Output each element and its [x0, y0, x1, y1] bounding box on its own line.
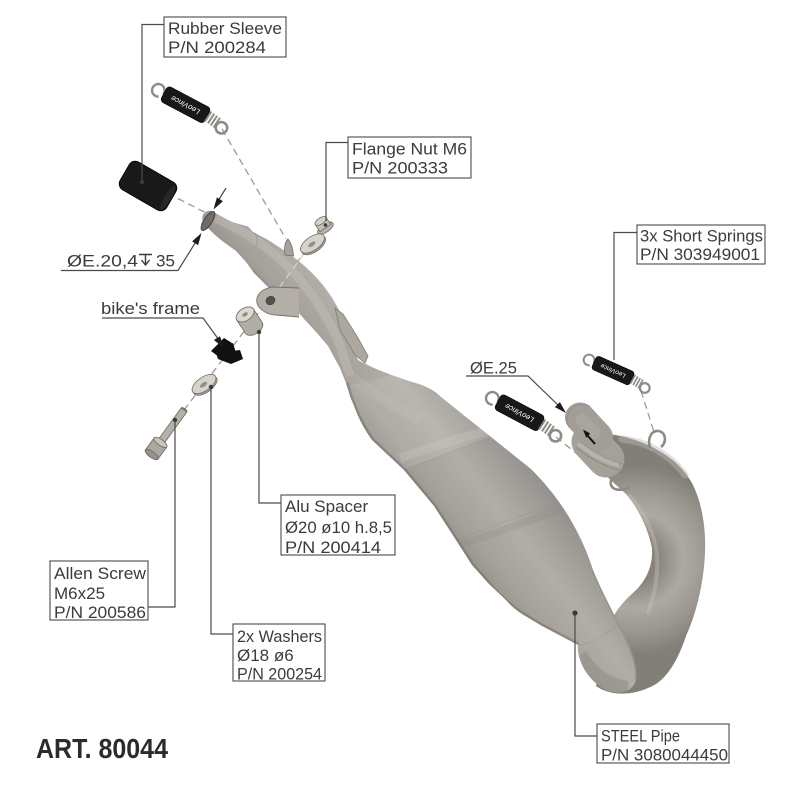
svg-text:P/N 3080044450: P/N 3080044450 — [601, 746, 728, 765]
svg-text:P/N 200254: P/N 200254 — [237, 665, 322, 684]
svg-text:STEEL Pipe: STEEL Pipe — [601, 727, 680, 746]
svg-text:35: 35 — [156, 252, 175, 271]
svg-text:bike's frame: bike's frame — [101, 299, 200, 318]
svg-text:Allen Screw: Allen Screw — [54, 564, 147, 583]
svg-text:P/N 303949001: P/N 303949001 — [640, 245, 760, 264]
svg-text:Ø20 ø10 h.8,5: Ø20 ø10 h.8,5 — [285, 518, 392, 537]
svg-text:P/N 200284: P/N 200284 — [168, 38, 266, 57]
svg-text:ØE.20,4: ØE.20,4 — [67, 252, 138, 271]
svg-text:Rubber Sleeve: Rubber Sleeve — [168, 19, 282, 38]
svg-text:ART. 80044: ART. 80044 — [36, 733, 168, 764]
svg-text:ØE.25: ØE.25 — [470, 359, 517, 378]
svg-text:Alu Spacer: Alu Spacer — [285, 497, 368, 516]
svg-text:3x Short Springs: 3x Short Springs — [640, 227, 763, 246]
svg-text:Ø18 ø6: Ø18 ø6 — [237, 646, 294, 665]
svg-text:M6x25: M6x25 — [54, 584, 105, 603]
svg-text:P/N 200586: P/N 200586 — [54, 603, 146, 622]
svg-text:P/N 200414: P/N 200414 — [285, 538, 381, 557]
svg-text:Flange Nut M6: Flange Nut M6 — [352, 140, 467, 159]
svg-text:P/N 200333: P/N 200333 — [352, 159, 448, 178]
svg-text:2x Washers: 2x Washers — [237, 627, 322, 646]
